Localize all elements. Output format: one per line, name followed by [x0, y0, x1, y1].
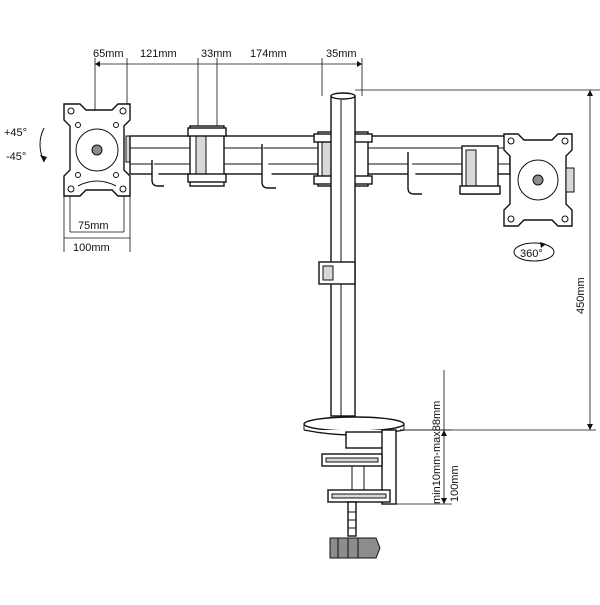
tilt-arrow-head-icon	[40, 155, 47, 162]
pole-cable-clip	[318, 261, 356, 285]
left-arm-joint	[187, 125, 227, 187]
cable-clip-1	[151, 160, 164, 187]
dim-35mm: 35mm	[326, 48, 357, 60]
right-vesa-plate	[503, 133, 575, 227]
swivel-arrow-head-icon	[540, 242, 546, 248]
dim-33mm: 33mm	[201, 48, 232, 60]
tilt-down-label: -45°	[6, 151, 26, 163]
dim-height-450mm: 450mm	[575, 277, 587, 314]
cable-clip-2	[261, 144, 276, 189]
right-arm-joint	[459, 145, 501, 195]
desk-clamp	[321, 429, 397, 559]
swivel-label: 360°	[520, 248, 543, 260]
dim-121mm: 121mm	[140, 48, 177, 60]
top-dimension-lines	[94, 58, 363, 128]
clamp-dimension-lines	[396, 370, 452, 505]
vesa-dimension-lines	[63, 196, 131, 252]
left-vesa-plate	[63, 103, 135, 197]
swivel-arrow-icon	[513, 242, 555, 262]
tilt-up-label: +45°	[4, 127, 27, 139]
cable-clip-3	[407, 152, 422, 195]
vertical-pole	[330, 92, 356, 417]
dim-clamp-depth: 100mm	[449, 465, 461, 502]
dim-vesa-75mm: 75mm	[78, 220, 109, 232]
dim-clamp-range: min10mm-max88mm	[431, 401, 443, 504]
dim-174mm: 174mm	[250, 48, 287, 60]
dim-vesa-100mm: 100mm	[73, 242, 110, 254]
dim-65mm: 65mm	[93, 48, 124, 60]
